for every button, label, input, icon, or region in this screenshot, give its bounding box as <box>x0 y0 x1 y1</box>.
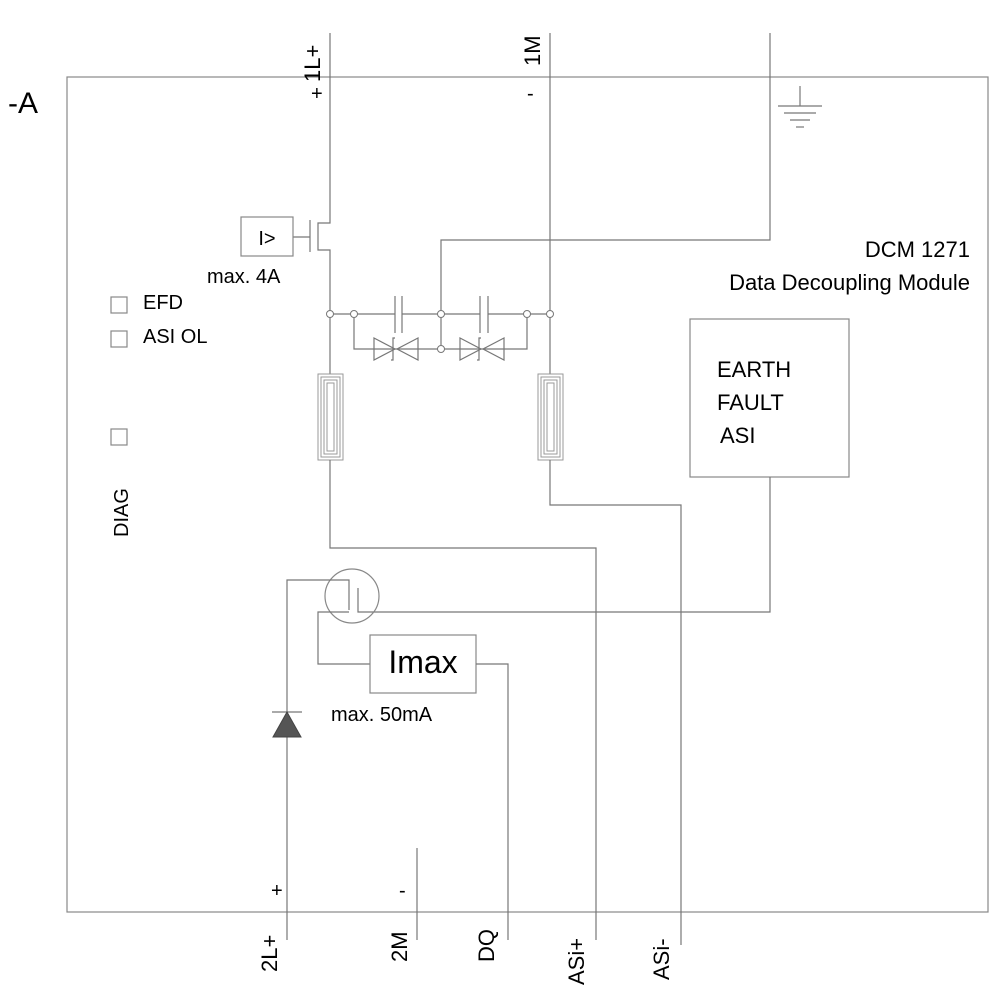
led-diag-label: DIAG <box>111 488 133 537</box>
wire-1L-plus <box>293 33 331 374</box>
led-efd <box>110 296 128 314</box>
diode-icon <box>272 710 302 738</box>
overcurrent-relay-box <box>240 216 294 257</box>
terminal-1M-label: 1M <box>520 35 545 66</box>
terminal-asi-plus-label: ASi+ <box>564 938 589 985</box>
led-efd-label: EFD <box>143 292 183 314</box>
wire-dq <box>476 663 509 940</box>
inductor-left <box>317 373 344 461</box>
wire-transistor-imax <box>317 611 370 665</box>
wire-earth-fault-output <box>357 477 771 613</box>
inductor-right <box>537 373 564 461</box>
ground-icon <box>778 86 822 128</box>
module-description: Data Decoupling Module <box>729 270 970 295</box>
imax-label: Imax <box>388 644 457 680</box>
wire-asi-plus <box>329 460 597 940</box>
terminal-2L-plus-label: 2L+ <box>257 935 282 972</box>
earth-fault-line-1: EARTH <box>717 357 791 382</box>
transistor-icon <box>324 568 380 624</box>
overcurrent-symbol: I> <box>258 228 275 250</box>
device-tag: -A <box>8 87 38 120</box>
overcurrent-rating: max. 4A <box>207 266 281 288</box>
wire-earth <box>440 33 771 314</box>
module-outline <box>66 76 989 913</box>
decoupling-network <box>326 296 554 361</box>
wire-2L-plus <box>286 579 350 940</box>
terminal-1L-plus-label: 1L+ <box>300 45 325 82</box>
earth-fault-line-2: FAULT <box>717 390 784 415</box>
terminal-2L-plus-polarity: + <box>271 880 283 902</box>
imax-rating: max. 50mA <box>331 704 433 726</box>
earth-fault-line-3: ASI <box>720 423 755 448</box>
terminal-1L-plus-polarity: + <box>311 83 323 105</box>
led-asi-ol-label: ASI OL <box>143 326 207 348</box>
led-diag <box>110 428 128 446</box>
terminal-2M-label: 2M <box>387 931 412 962</box>
terminal-1M-polarity: - <box>527 83 534 105</box>
terminal-asi-minus-label: ASi- <box>649 938 674 980</box>
terminal-dq-label: DQ <box>474 929 499 962</box>
module-name: DCM 1271 <box>865 237 970 262</box>
wire-asi-minus <box>549 460 682 945</box>
terminal-2M-polarity: - <box>399 880 406 902</box>
led-asi-ol <box>110 330 128 348</box>
